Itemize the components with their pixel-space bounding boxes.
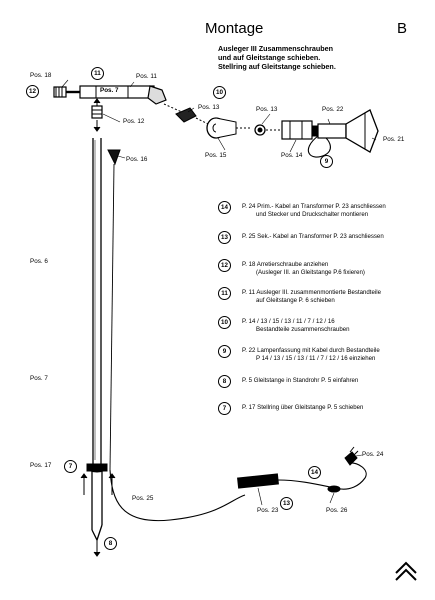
- pos24-cable: [277, 462, 367, 490]
- pos24-plug: [344, 451, 358, 466]
- callout-11: 11: [91, 67, 104, 80]
- step-13-number: 13: [218, 231, 231, 244]
- step-11-line1: P. 11 Ausleger III. zusammenmontierte Be…: [242, 289, 381, 296]
- step-10-line2: Bestandteile zusammenschrauben: [256, 326, 350, 333]
- section-letter: B: [397, 20, 408, 37]
- intro-line-3: Stellring auf Gleitstange schieben.: [218, 62, 336, 71]
- callout-10: 10: [213, 86, 226, 99]
- label-pos15: Pos. 15: [205, 152, 227, 159]
- label-pos16: Pos. 16: [126, 156, 148, 163]
- callout-13: 13: [280, 497, 293, 510]
- step-9-line1: P. 22 Lampenfassung mit Kabel durch Best…: [242, 347, 380, 354]
- intro-line-2: und auf Gleitstange schieben.: [218, 53, 321, 62]
- label-pos12: Pos. 12: [123, 118, 145, 125]
- step-9-number: 9: [218, 345, 231, 358]
- step-9-line2: P 14 / 13 / 15 / 13 / 11 / 7 / 12 / 16 e…: [256, 355, 376, 362]
- pos12-connector: [91, 105, 103, 119]
- label-pos25: Pos. 25: [132, 495, 154, 502]
- label-pos18: Pos. 18: [30, 72, 52, 79]
- step-13-line1: P. 25 Sek.- Kabel an Transformer P. 23 a…: [242, 233, 384, 240]
- intro-text: Ausleger III Zusammenschrauben und auf G…: [218, 44, 336, 71]
- label-pos13a: Pos. 13: [198, 104, 220, 111]
- callout-14: 14: [308, 466, 321, 479]
- pos16-cone: [107, 149, 121, 166]
- pos13-nut: [175, 107, 197, 123]
- label-pos7: Pos. 7: [30, 375, 48, 382]
- page-title: Montage: [205, 20, 264, 37]
- label-pos22: Pos. 22: [322, 106, 344, 113]
- back-arrow-icon: [395, 561, 417, 574]
- label-pos13b: Pos. 13: [256, 106, 278, 113]
- step-14-line1: P. 24 Prim.- Kabel an Transformer P. 23 …: [242, 203, 386, 210]
- callout-9: 9: [320, 155, 333, 168]
- step-8-line1: P. 5 Gleitstange in Standrohr P. 5 einfa…: [242, 377, 359, 384]
- label-pos6: Pos. 6: [30, 258, 48, 265]
- pos14-sleeve: [281, 120, 313, 140]
- pos26-switch: [327, 485, 341, 493]
- callout-12: 12: [26, 85, 39, 98]
- callout-7: 7: [64, 460, 77, 473]
- step-12-number: 12: [218, 259, 231, 272]
- label-pos17: Pos. 17: [30, 462, 52, 469]
- pos23-transformer: [237, 473, 279, 489]
- pos21-cone: [345, 109, 379, 153]
- label-pos11: Pos. 11: [136, 73, 157, 80]
- step-10-number: 10: [218, 316, 231, 329]
- label-pos14: Pos. 14: [281, 152, 303, 159]
- label-pos21: Pos. 21: [383, 136, 405, 143]
- step-11-number: 11: [218, 287, 231, 300]
- intro-line-1: Ausleger III Zusammenschrauben: [218, 44, 334, 53]
- label-pos7-top: Pos. 7: [100, 87, 119, 94]
- step-8-number: 8: [218, 375, 231, 388]
- callout-8: 8: [104, 537, 117, 550]
- label-pos26: Pos. 26: [326, 507, 348, 514]
- arm-elbow: [147, 85, 167, 105]
- step-12-line2: (Ausleger III. an Gleitstange P.6 fixier…: [256, 269, 365, 276]
- pos25-cable: [109, 469, 246, 522]
- step-7-number: 7: [218, 402, 231, 415]
- step-14-number: 14: [218, 201, 231, 214]
- pos22-socket: [317, 123, 347, 139]
- step-11-line2: auf Gleitstange P. 6 schieben: [256, 297, 335, 304]
- label-pos24: Pos. 24: [362, 451, 384, 458]
- step-14-line2: und Stecker und Druckschalter montieren: [256, 211, 369, 218]
- step-10-line1: P. 14 / 13 / 15 / 13 / 11 / 7 / 12 / 16: [242, 318, 335, 325]
- label-pos23: Pos. 23: [257, 507, 279, 514]
- step-12-line1: P. 18 Arretierschraube anziehen: [242, 261, 329, 268]
- step-7-line1: P. 17 Stellring über Gleitstange P. 5 sc…: [242, 404, 364, 411]
